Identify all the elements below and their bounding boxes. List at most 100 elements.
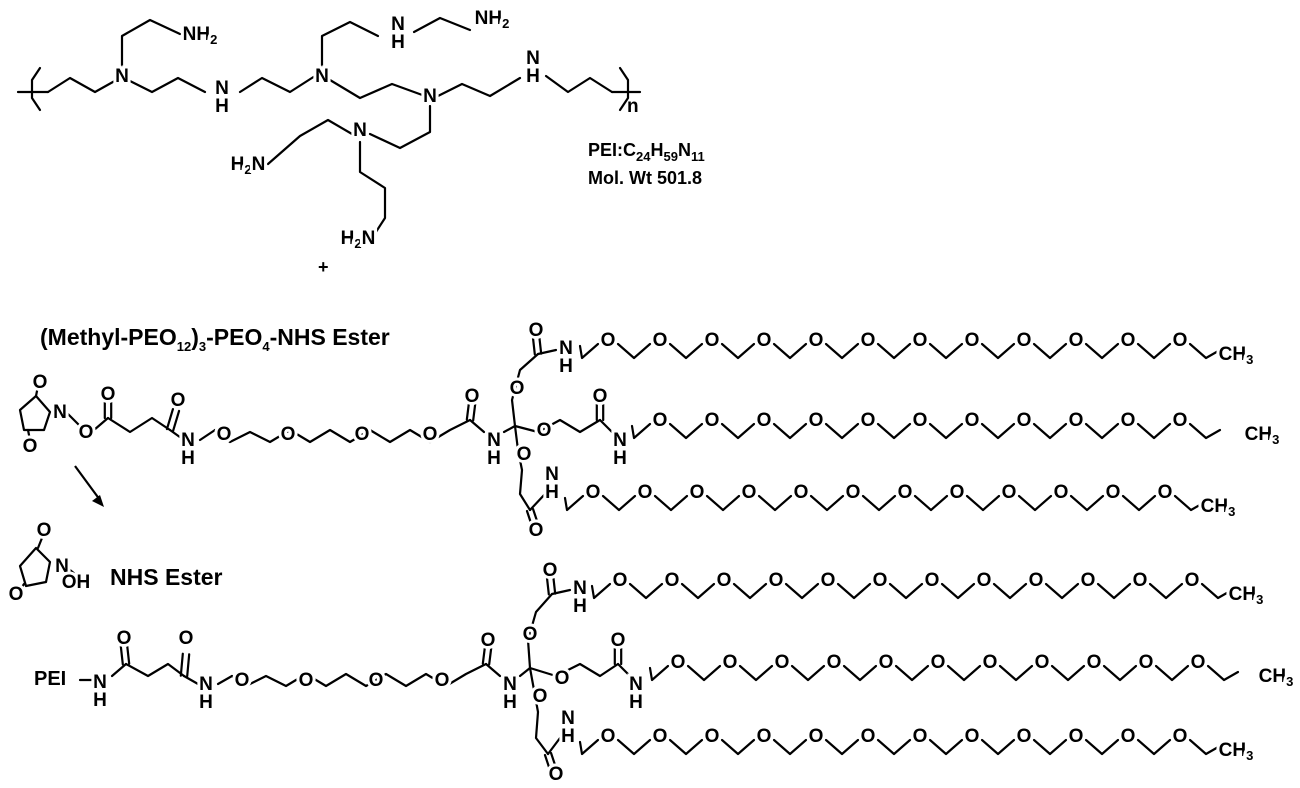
prod-arm-mid-peg-tail	[1206, 664, 1240, 682]
pei-chain-2	[126, 76, 207, 94]
pei-branch-1	[120, 18, 182, 68]
prod-arm-top-peg-b-4	[784, 582, 820, 600]
prod-arm-mid-peg-b-7	[998, 664, 1034, 682]
arm-mid-peg-o-2: O	[757, 410, 772, 431]
prod-arm-top-peg-o-1: O	[665, 570, 680, 591]
pei-chain-5	[436, 76, 522, 98]
prod-arm-top-co	[545, 575, 550, 596]
arm-bot-peg-o-5: O	[846, 482, 861, 503]
prod-arm-top-peg-b-5	[836, 582, 872, 600]
prod-arm-mid-peg-b-5	[894, 664, 930, 682]
prod-arm-bot-peg-b-6	[876, 738, 912, 756]
pei-nh-1: N	[215, 78, 229, 99]
prod-arm-bot-peg-o-4: O	[809, 726, 824, 747]
prod-arm-top-peg-o-6: O	[925, 570, 940, 591]
pei-branch-3b	[358, 140, 387, 240]
prod-arm-bot-co	[543, 753, 551, 769]
prod-arm-bot-o: O	[533, 686, 548, 707]
prod-nh-to-peo4	[216, 674, 234, 686]
glut-1	[106, 416, 172, 434]
prod-to-nh2	[182, 674, 200, 686]
prod-center-nh: N	[503, 674, 517, 695]
arm-bot-co	[531, 507, 539, 523]
prod-arm-mid-peg-ch3: CH3	[1259, 666, 1294, 689]
prod-nh-to-co	[110, 662, 128, 678]
arm-mid-peg-o-9: O	[1121, 410, 1136, 431]
arm-bot-peg-o-0: O	[586, 482, 601, 503]
arm-top-nh: N	[559, 338, 573, 359]
prod-arm-top-peg-o-2: O	[717, 570, 732, 591]
arm-mid-peg-o-1: O	[705, 410, 720, 431]
prod-arm-bot-peg-tail	[1188, 738, 1222, 756]
pei-branch-2b	[412, 16, 472, 34]
nhs-o-bot: O	[23, 436, 38, 457]
pei-nh-3: N	[391, 14, 405, 35]
arm-bot-peg-ch3: CH3	[1201, 496, 1236, 519]
prod-arm-bot-to-nh	[546, 736, 562, 756]
prod-arm-mid-o: O	[555, 668, 570, 689]
arm-top-o: O	[510, 378, 525, 399]
prod-arm-mid-peg-b-2	[738, 664, 774, 682]
nhs-o-top: O	[33, 372, 48, 393]
prod-arm-top-co-o: O	[543, 560, 558, 581]
peo4-o-1: O	[217, 424, 232, 445]
arm-bot-to-nh	[528, 492, 547, 512]
prod-arm-top-peg-o-7: O	[977, 570, 992, 591]
prod-arm-top-peg-o-10: O	[1133, 570, 1148, 591]
arm-top-peg-o-8: O	[1017, 330, 1032, 351]
arm-mid-peg-b-5	[876, 422, 912, 440]
prod-arm-top-peg-o-4: O	[821, 570, 836, 591]
prod-arm-top-peg-ch3: CH3	[1229, 584, 1264, 607]
arm-bot-peg-o-6: O	[898, 482, 913, 503]
arm-top-to-nh	[536, 348, 558, 356]
peo4-o-2: O	[281, 424, 296, 445]
arm-bot-peg-b-7	[913, 494, 949, 512]
arm-bot-nh-h: H	[545, 482, 559, 503]
pei-n-3: N	[423, 86, 437, 107]
prod-arm-mid-peg-o-5: O	[931, 652, 946, 673]
pei-branch-3a	[266, 118, 354, 166]
reagent-name: (Methyl-PEO12)3-PEO4-NHS Ester	[40, 324, 390, 354]
prod-nh-1: N	[93, 672, 107, 693]
arm-bot-link	[513, 424, 532, 512]
prod-arm-top-co	[552, 574, 557, 595]
byproduct-name: NHS Ester	[110, 564, 223, 590]
pei-nh-1-h: H	[215, 96, 229, 117]
prod-arm-top-link	[526, 592, 554, 670]
arm-top-peg-b-1	[616, 342, 652, 360]
nhs-co-bot	[26, 428, 32, 442]
prod-arm-mid-nh-h: H	[629, 692, 643, 713]
arm-bot-nh: N	[545, 464, 559, 485]
nhs2-ring	[18, 546, 52, 588]
prod-center-nh-h: H	[503, 692, 517, 713]
arm-mid-peg-b-3	[772, 422, 808, 440]
arm-bot-peg-o-3: O	[742, 482, 757, 503]
arm-mid-peg-o-8: O	[1069, 410, 1084, 431]
pei-h2n-2: H2N	[341, 228, 376, 251]
prod-arm-top-peg-o-5: O	[873, 570, 888, 591]
arm-bot-peg-b-4	[757, 494, 793, 512]
arm-mid-peg-b-7	[980, 422, 1016, 440]
pei-n-1: N	[115, 66, 129, 87]
prod-arm-top-peg-b-1	[628, 582, 664, 600]
nhs2-n: N	[55, 556, 69, 577]
arm-mid-nh: N	[613, 430, 627, 451]
prod-co-1-o: O	[117, 628, 132, 649]
nhs2-oh: OH	[62, 572, 91, 593]
prod-arm-bot-co-o: O	[549, 764, 564, 785]
prod-arm-bot-peg-o-2: O	[705, 726, 720, 747]
arm-top-peg-b-3	[720, 342, 756, 360]
nhs-ring	[18, 394, 52, 432]
prod-arm-bot-peg-b-8	[980, 738, 1016, 756]
prod-arm-bot-peg-b-10	[1084, 738, 1120, 756]
pei-nh2-2: NH2	[475, 8, 510, 31]
arm-top-peg-o-6: O	[913, 330, 928, 351]
arm-top-peg-b-11	[1136, 342, 1172, 360]
arm-top-co	[538, 334, 543, 355]
pei-bracket-right	[618, 66, 630, 112]
prod-arm-bot-peg-o-7: O	[965, 726, 980, 747]
arm-bot-peg-b-9	[1017, 494, 1053, 512]
arm-top-peg-o-4: O	[809, 330, 824, 351]
prod-co-2-o: O	[179, 628, 194, 649]
